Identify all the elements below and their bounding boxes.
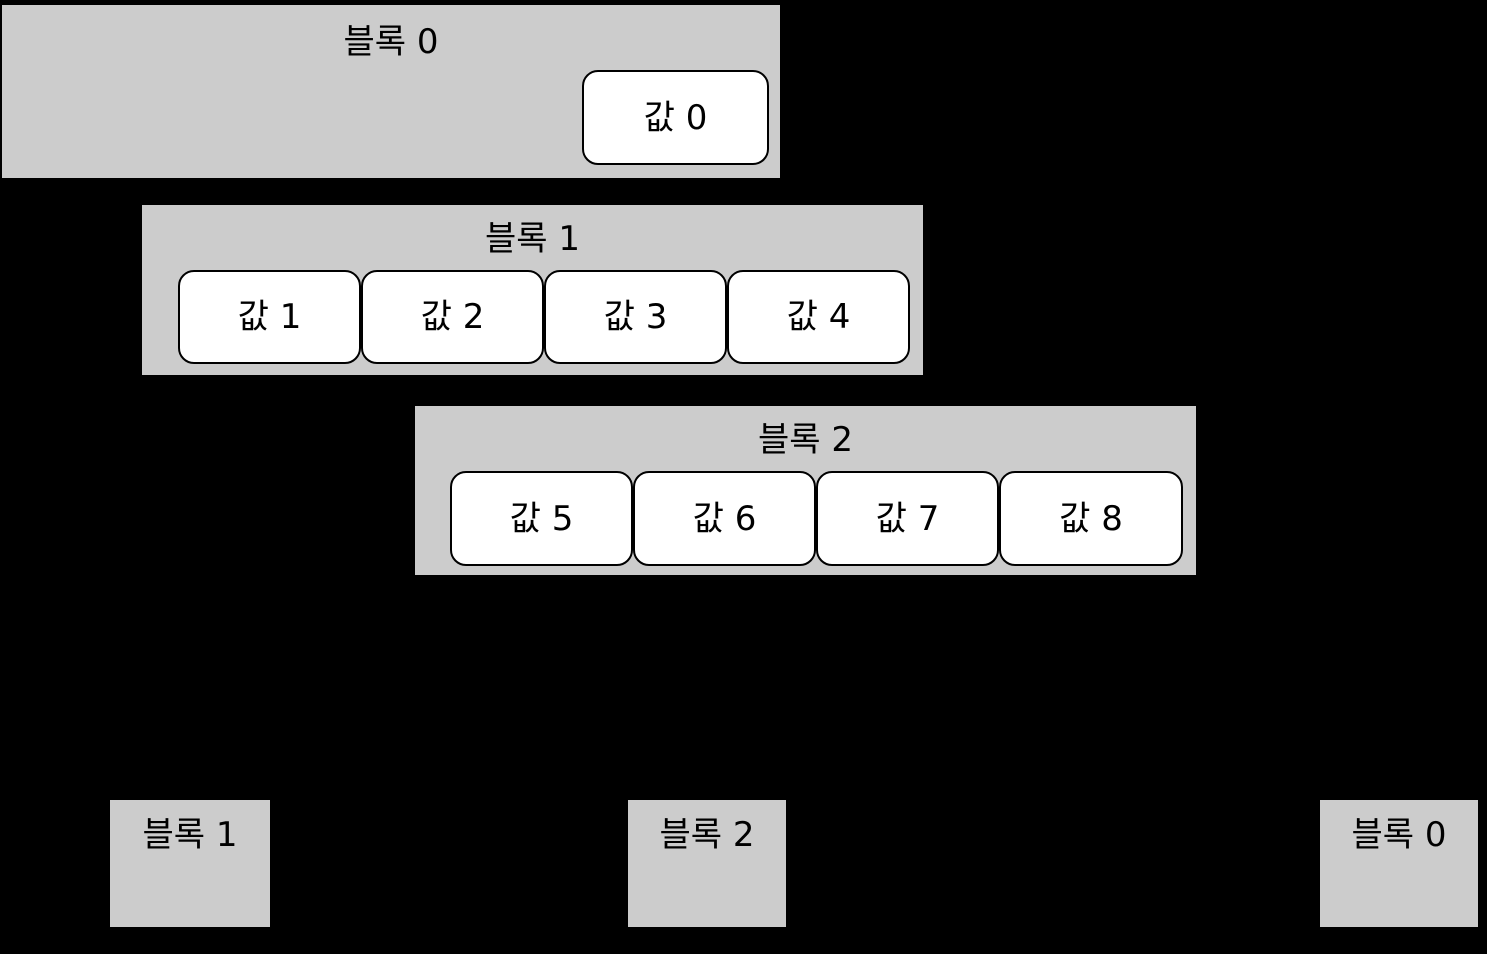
value-cell-1[interactable]: 값 1 <box>178 270 361 364</box>
value-cell-label: 값 3 <box>603 297 668 337</box>
block-title-2: 블록 2 <box>758 420 853 460</box>
value-cell-2[interactable]: 값 2 <box>361 270 544 364</box>
value-cell-label: 값 7 <box>875 498 940 539</box>
block-panel-2[interactable]: 블록 2 값 5 값 6 값 7 값 8 <box>415 406 1196 575</box>
value-cell-7[interactable]: 값 7 <box>816 471 999 566</box>
block-cells-2: 값 5 값 6 값 7 값 8 <box>450 471 1183 566</box>
legend-box-label: 블록 1 <box>142 815 238 855</box>
value-cell-4[interactable]: 값 4 <box>727 270 910 364</box>
legend-box-label: 블록 2 <box>659 815 755 855</box>
legend-box-block-0[interactable]: 블록 0 <box>1320 800 1478 927</box>
value-cell-6[interactable]: 값 6 <box>633 471 816 566</box>
value-cell-label: 값 6 <box>692 498 757 539</box>
value-cell-0[interactable]: 값 0 <box>582 70 769 165</box>
value-cell-label: 값 5 <box>509 498 574 539</box>
value-cell-label: 값 4 <box>786 297 851 337</box>
legend-box-label: 블록 0 <box>1351 815 1447 855</box>
block-panel-1[interactable]: 블록 1 값 1 값 2 값 3 값 4 <box>142 205 923 375</box>
value-cell-label: 값 8 <box>1059 498 1123 539</box>
value-cell-label: 값 2 <box>420 297 485 337</box>
block-panel-0[interactable]: 블록 0 값 0 <box>2 5 780 178</box>
value-cell-label: 값 0 <box>643 97 708 138</box>
value-cell-label: 값 1 <box>237 297 302 337</box>
value-cell-5[interactable]: 값 5 <box>450 471 633 566</box>
legend-box-block-1[interactable]: 블록 1 <box>110 800 270 927</box>
legend-box-block-2[interactable]: 블록 2 <box>628 800 786 927</box>
block-cells-0: 값 0 <box>582 70 769 165</box>
value-cell-8[interactable]: 값 8 <box>999 471 1183 566</box>
value-cell-3[interactable]: 값 3 <box>544 270 727 364</box>
block-title-0: 블록 0 <box>343 22 439 62</box>
block-cells-1: 값 1 값 2 값 3 값 4 <box>178 270 910 364</box>
block-title-1: 블록 1 <box>485 219 580 259</box>
